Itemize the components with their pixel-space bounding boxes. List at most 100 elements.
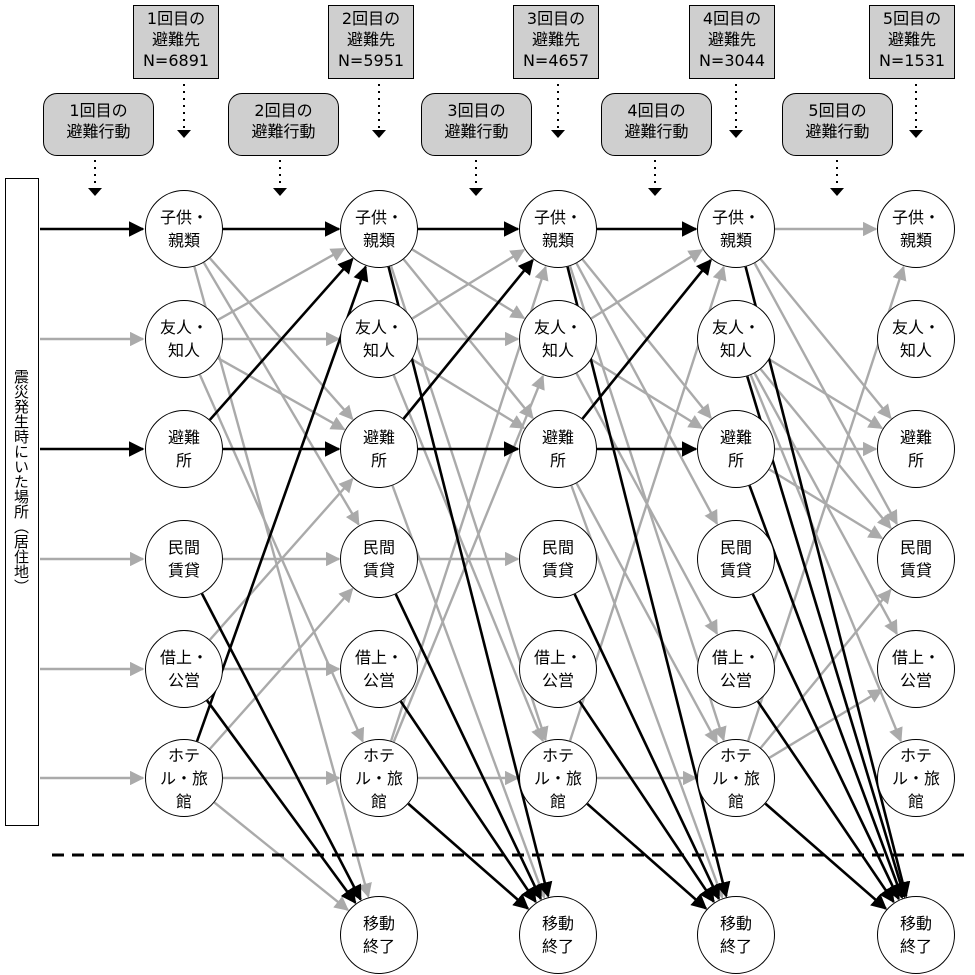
flow-3-friends-to-shelter (590, 358, 704, 429)
action-header-5-line2: 避難行動 (805, 122, 870, 141)
flow-1-leased-public-to-end (206, 699, 357, 904)
node-3-private-rental: 民間 賃貸 (519, 520, 597, 598)
action-header-4-line2: 避難行動 (624, 122, 689, 141)
node-2-child-relatives: 子供・ 親類 (340, 190, 418, 268)
flow-3-private-rental-to-end (573, 593, 721, 901)
action-header-5: 5回目の 避難行動 (782, 93, 893, 156)
action-pointer-3-triangle (469, 188, 483, 196)
action-pointer-2-triangle (273, 188, 287, 196)
action-header-5-line1: 5回目の (808, 101, 867, 120)
flow-3-shelter-to-child-relatives (581, 258, 712, 420)
node-2-friends: 友人・ 知人 (340, 300, 418, 378)
dest-pointer-3-triangle (551, 130, 565, 138)
flow-1-private-rental-to-end (200, 593, 362, 901)
flow-4-shelter-to-end (748, 485, 905, 899)
dest-header-3-n: N=4657 (522, 51, 590, 70)
node-5-leased-public: 借上・ 公営 (877, 630, 955, 708)
flow-4-hotel-to-end (764, 802, 888, 910)
dest-pointer-2-triangle (372, 130, 386, 138)
flow-1-friends-to-child-relatives (217, 247, 346, 321)
node-5-hotel: ホテ ル・旅 館 (877, 739, 955, 817)
node-2-leased-public: 借上・ 公営 (340, 630, 418, 708)
flow-2-friends-to-child-relatives (411, 248, 526, 320)
node-4-child-relatives: 子供・ 親類 (697, 190, 775, 268)
dest-header-4: 4回目の 避難先 N=3044 (689, 5, 775, 79)
flow-4-friends-to-hotel (749, 374, 903, 743)
node-4-private-rental: 民間 賃貸 (697, 520, 775, 598)
node-5-private-rental: 民間 賃貸 (877, 520, 955, 598)
flow-1-hotel-to-child-relatives (195, 265, 369, 742)
node-1-child-relatives: 子供・ 親類 (145, 190, 223, 268)
dest-header-3-line1: 3回目の (526, 9, 586, 28)
dest-header-5-n: N=1531 (878, 51, 946, 70)
action-header-1-line2: 避難行動 (66, 122, 131, 141)
dest-header-1-line1: 1回目の (146, 9, 206, 28)
black-flow-lines (40, 221, 911, 910)
action-pointer-1-triangle (88, 188, 102, 196)
flow-1-leased-public-to-shelter (208, 477, 354, 641)
flow-4-hotel-to-private-rental (759, 588, 892, 749)
node-1-leased-public: 借上・ 公営 (145, 630, 223, 708)
node-2-shelter: 避難 所 (340, 410, 418, 488)
action-header-2-line1: 2回目の (254, 101, 313, 120)
flow-1-child-relatives-to-end (193, 266, 372, 898)
dest-header-1-line2: 避難先 (151, 30, 200, 49)
flow-4-friends-to-shelter (768, 358, 884, 430)
flow-2-hotel-to-end (407, 802, 530, 910)
node-2-end: 移動 終了 (340, 896, 418, 974)
origin-label: 震災発生時にいた場所（居住地） (12, 369, 30, 594)
flow-4-friends-to-end (746, 375, 908, 899)
dest-header-3: 3回目の 避難先 N=4657 (513, 5, 599, 79)
node-4-shelter: 避難 所 (697, 410, 775, 488)
dest-header-1: 1回目の 避難先 N=6891 (133, 5, 219, 79)
flow-4-leased-public-to-end (756, 700, 895, 904)
node-5-end: 移動 終了 (877, 896, 955, 974)
flow-2-shelter-to-child-relatives (402, 258, 534, 420)
flow-2-leased-public-to-end (399, 700, 537, 904)
node-2-hotel: ホテ ル・旅 館 (340, 739, 418, 817)
node-3-hotel: ホテ ル・旅 館 (519, 739, 597, 817)
dest-pointer-1-triangle (177, 130, 191, 138)
flow-1-friends-to-shelter (217, 357, 346, 431)
dotted-pointers (88, 84, 923, 196)
flow-2-friends-to-shelter (411, 358, 526, 430)
node-4-end: 移動 終了 (697, 896, 775, 974)
action-header-3: 3回目の 避難行動 (421, 93, 532, 156)
dest-header-4-n: N=3044 (698, 51, 766, 70)
node-1-private-rental: 民間 賃貸 (145, 520, 223, 598)
node-1-hotel: ホテ ル・旅 館 (145, 739, 223, 817)
flow-3-shelter-to-hotel (575, 482, 719, 745)
dest-pointer-5-triangle (909, 130, 923, 138)
node-3-child-relatives: 子供・ 親類 (519, 190, 597, 268)
action-header-1: 1回目の 避難行動 (43, 93, 154, 156)
flow-3-leased-public-to-end (578, 700, 715, 904)
dest-pointer-4-triangle (729, 130, 743, 138)
node-5-child-relatives: 子供・ 親類 (877, 190, 955, 268)
flow-1-shelter-to-child-relatives (208, 257, 354, 421)
dest-header-2-line2: 避難先 (346, 30, 395, 49)
dest-header-4-line1: 4回目の (702, 9, 762, 28)
node-3-friends: 友人・ 知人 (519, 300, 597, 378)
action-header-3-line1: 3回目の (447, 101, 506, 120)
dest-header-5-line2: 避難先 (887, 30, 936, 49)
flow-4-child-relatives-to-shelter (759, 258, 892, 420)
flow-4-private-rental-to-end (751, 593, 900, 901)
flow-1-hotel-to-private-rental (209, 587, 354, 750)
action-header-2: 2回目の 避難行動 (228, 93, 339, 156)
flow-2-hotel-to-friends (392, 374, 545, 743)
dest-header-3-line2: 避難先 (531, 30, 580, 49)
node-4-friends: 友人・ 知人 (697, 300, 775, 378)
dest-header-2-n: N=5951 (337, 51, 405, 70)
node-4-hotel: ホテ ル・旅 館 (697, 739, 775, 817)
dest-header-2-line1: 2回目の (341, 9, 401, 28)
node-3-end: 移動 終了 (519, 896, 597, 974)
dest-header-2: 2回目の 避難先 N=5951 (328, 5, 414, 79)
node-1-friends: 友人・ 知人 (145, 300, 223, 378)
flow-2-private-rental-to-end (394, 593, 542, 901)
flow-3-friends-to-child-relatives (590, 249, 704, 320)
dest-header-5: 5回目の 避難先 N=1531 (869, 5, 955, 79)
node-5-friends: 友人・ 知人 (877, 300, 955, 378)
node-3-shelter: 避難 所 (519, 410, 597, 488)
node-3-leased-public: 借上・ 公営 (519, 630, 597, 708)
node-2-private-rental: 民間 賃貸 (340, 520, 418, 598)
